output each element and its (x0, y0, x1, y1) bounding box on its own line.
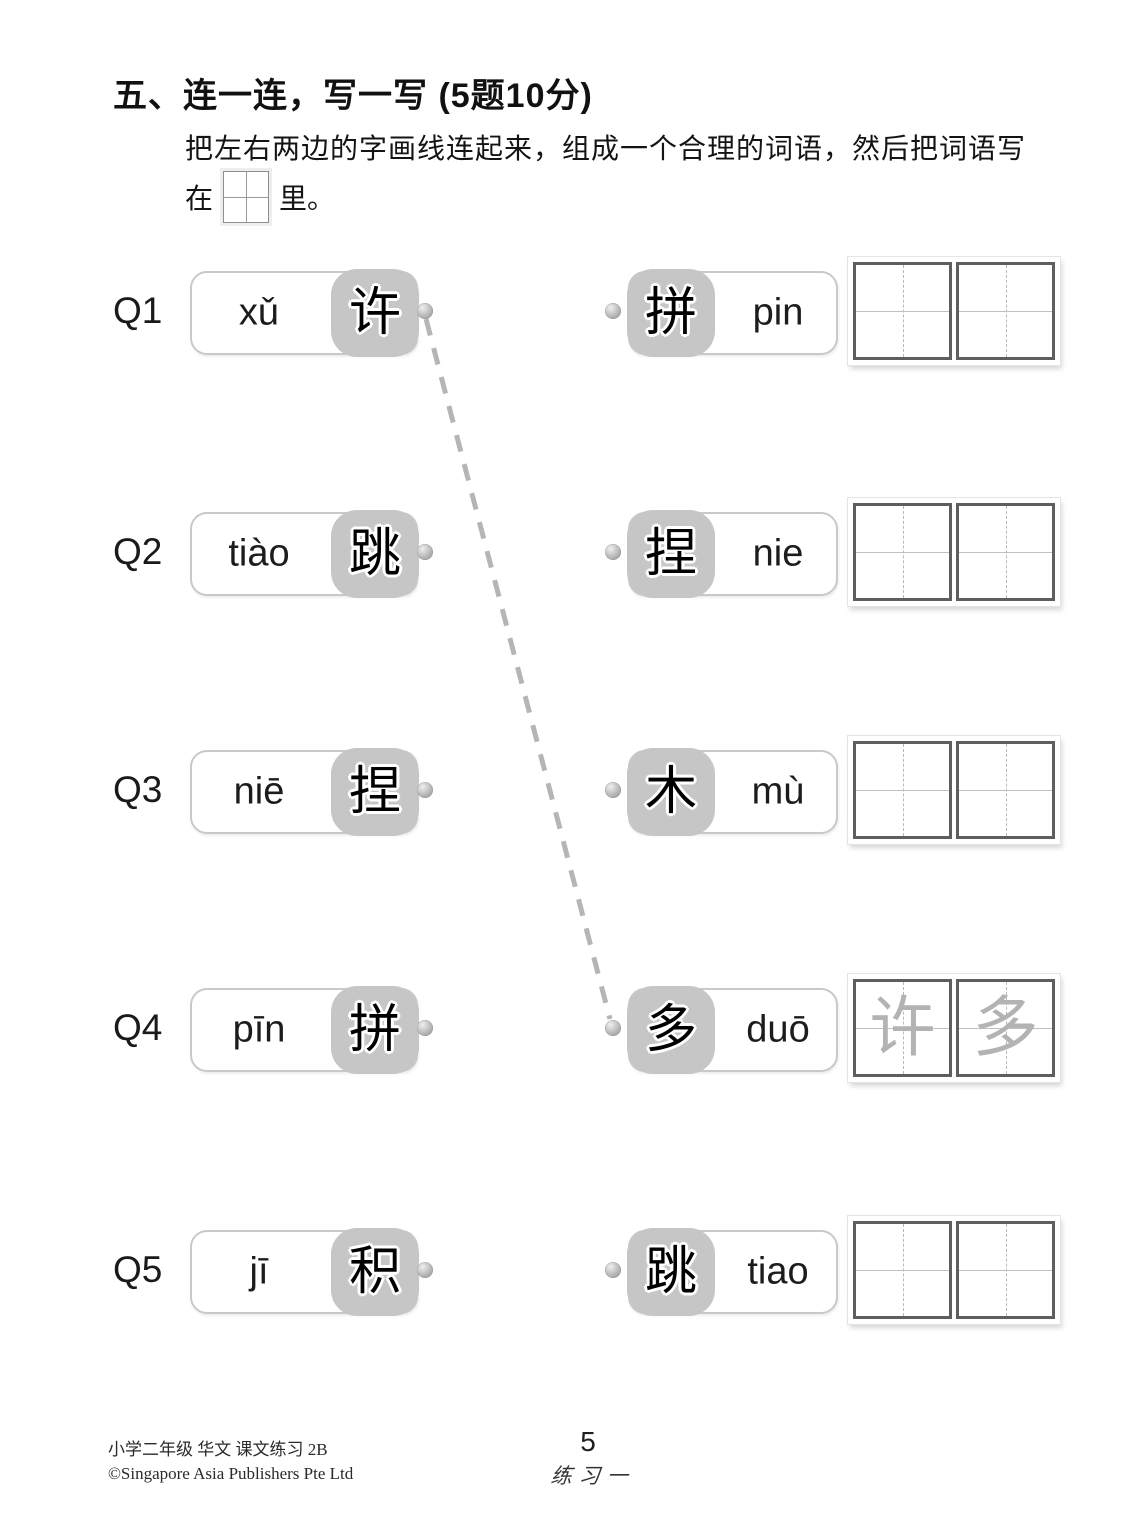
right-character-box: 多 (627, 986, 715, 1074)
right-pinyin: pin (752, 291, 804, 334)
writing-grid (848, 1216, 1060, 1324)
right-card: 捏 nie (627, 510, 838, 598)
left-card: jī 积 (190, 1228, 419, 1316)
right-card: 跳 tiao (627, 1228, 838, 1316)
writing-cell (853, 503, 952, 601)
left-card: xǔ 许 (190, 269, 419, 357)
left-pinyin: niē (233, 770, 285, 813)
question-label: Q3 (113, 769, 163, 810)
left-character-box: 捏 (331, 748, 419, 836)
writing-grid (848, 498, 1060, 606)
left-pinyin: xǔ (238, 291, 280, 334)
right-pinyin: tiao (747, 1250, 809, 1293)
writing-grid (848, 257, 1060, 365)
footer-book-title: 小学二年级 华文 课文练习 2B (108, 1440, 328, 1459)
left-card: tiào 跳 (190, 510, 419, 598)
writing-cell: 多 (956, 979, 1055, 1077)
question-row-q5: Q5 jī 积 跳 tiao (0, 1210, 1126, 1330)
right-character-box: 拼 (627, 269, 715, 357)
right-character: 跳 (644, 1242, 697, 1302)
writing-grid: 许 多 (848, 974, 1060, 1082)
writing-cell (956, 1221, 1055, 1319)
question-row-q2: Q2 tiào 跳 捏 nie (0, 492, 1126, 612)
writing-cell (956, 741, 1055, 839)
footer-book-info: 小学二年级 华文 课文练习 2B ©Singapore Asia Publish… (108, 1438, 353, 1486)
right-character: 拼 (644, 283, 697, 343)
right-connector-dot (605, 544, 621, 560)
question-label: Q1 (113, 290, 163, 331)
right-character: 多 (644, 1000, 697, 1060)
writing-cell (853, 262, 952, 360)
instruction-prefix: 在 (185, 184, 214, 215)
left-character-box: 许 (331, 269, 419, 357)
right-character-box: 跳 (627, 1228, 715, 1316)
left-character: 拼 (348, 1000, 401, 1060)
right-pinyin: mù (751, 770, 805, 813)
right-character-box: 捏 (627, 510, 715, 598)
left-connector-dot (417, 1020, 433, 1036)
instruction-line-2: 在 里。 (185, 168, 335, 226)
right-card: 木 mù (627, 748, 838, 836)
left-character-box: 拼 (331, 986, 419, 1074)
left-card: pīn 拼 (190, 986, 419, 1074)
left-character: 积 (348, 1242, 401, 1302)
footer-copyright: ©Singapore Asia Publishers Pte Ltd (108, 1464, 354, 1483)
right-character: 木 (644, 762, 697, 822)
left-character: 捏 (348, 762, 401, 822)
instruction-line-1: 把左右两边的字画线连起来，组成一个合理的词语，然后把词语写 (185, 134, 1027, 165)
right-character: 捏 (644, 524, 697, 584)
left-connector-dot (417, 782, 433, 798)
right-character-box: 木 (627, 748, 715, 836)
writing-cell: 许 (853, 979, 952, 1077)
written-answer-character: 多 (972, 989, 1039, 1066)
left-pinyin: tiào (228, 532, 290, 575)
question-label: Q4 (113, 1007, 163, 1048)
left-pinyin: jī (249, 1250, 269, 1293)
question-label: Q5 (113, 1249, 163, 1290)
left-character-box: 跳 (331, 510, 419, 598)
writing-cell (956, 262, 1055, 360)
right-connector-dot (605, 782, 621, 798)
section-title: 五、连一连，写一写 (5题10分) (113, 77, 593, 115)
instruction-suffix: 里。 (279, 184, 336, 215)
left-pinyin: pīn (232, 1008, 286, 1051)
exercise-label: 练习一 (549, 1464, 637, 1488)
right-card: 多 duō (627, 986, 838, 1074)
left-character: 跳 (348, 524, 401, 584)
question-label: Q2 (113, 531, 163, 572)
question-row-q4: Q4 pīn 拼 多 duō 许 多 (0, 968, 1126, 1088)
right-pinyin: nie (752, 532, 804, 575)
writing-cell (956, 503, 1055, 601)
left-connector-dot (417, 1262, 433, 1278)
writing-grid (848, 736, 1060, 844)
left-character-box: 积 (331, 1228, 419, 1316)
left-character: 许 (348, 283, 401, 343)
left-connector-dot (417, 303, 433, 319)
written-answer-character: 许 (869, 989, 936, 1066)
question-row-q3: Q3 niē 捏 木 mù (0, 730, 1126, 850)
page-number: 5 (580, 1426, 596, 1457)
right-connector-dot (605, 1020, 621, 1036)
right-card: 拼 pin (627, 269, 838, 357)
writing-grid-icon (223, 171, 270, 223)
right-connector-dot (605, 1262, 621, 1278)
right-connector-dot (605, 303, 621, 319)
right-pinyin: duō (746, 1008, 810, 1051)
writing-cell (853, 741, 952, 839)
writing-cell (853, 1221, 952, 1319)
left-connector-dot (417, 544, 433, 560)
left-card: niē 捏 (190, 748, 419, 836)
question-row-q1: Q1 xǔ 许 拼 pin (0, 251, 1126, 371)
